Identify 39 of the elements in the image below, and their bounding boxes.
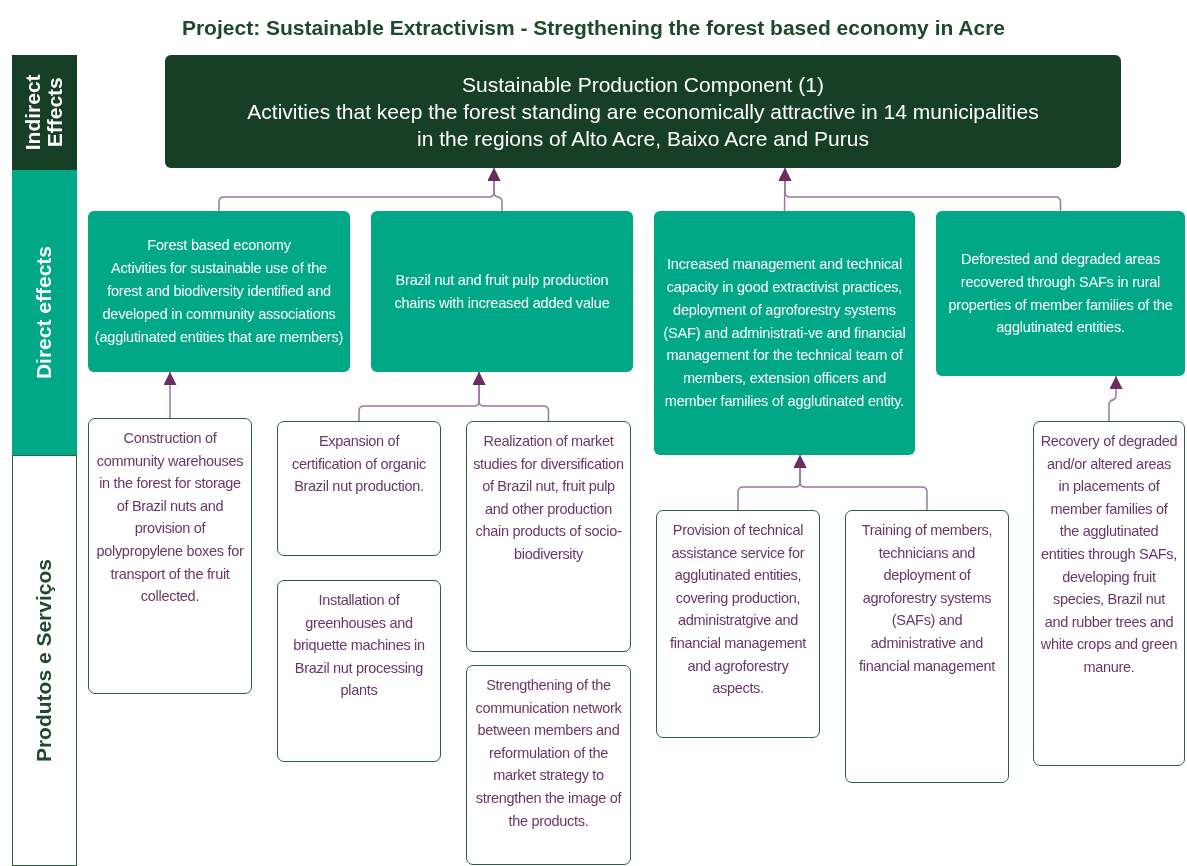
component-box	[165, 55, 1121, 168]
body-text: Realization of market studies for diversification of Brazil nut, fruit pulp and other production chain products of socio-biodiversity	[473, 432, 624, 565]
body-text: Recovery of degraded and/or altered areas in placements of member families of the agglutinated entities through SAFs, developing fruit species, Brazil nut and rubber trees and white crops and green manure.	[1040, 432, 1178, 678]
output-box	[1033, 421, 1185, 766]
output-box	[656, 510, 820, 738]
body-text: Provision of technical assistance service for agglutinated entities, covering production, administratgive and financial management and agroforestry aspects.	[669, 521, 807, 699]
output-box	[277, 580, 441, 762]
output-box	[466, 421, 631, 652]
effect-box	[88, 211, 350, 372]
body-text: Expansion of certification of organic Brazil nut production.	[291, 432, 427, 497]
body-text: Deforested and degraded areas recovered through SAFs in rural properties of member families of the agglutinated entities.	[947, 249, 1174, 338]
arrow	[487, 167, 503, 212]
effect-box	[371, 211, 633, 372]
body-text: Activities for sustainable use of the forest and biodiversity identified and developed in community associations (agglutinated entities that are members)	[94, 259, 344, 347]
output-box	[88, 418, 252, 694]
body-text: Strengthening of the communication network between members and reformulation of the market strategy to strengthen the image of the products.	[474, 676, 623, 831]
arrow	[1108, 375, 1123, 422]
band-label: Direct effects	[33, 245, 56, 380]
body-text: Installation of greenhouses and briquette machines in Brazil nut processing plants	[292, 591, 426, 701]
effect-box	[654, 211, 915, 455]
row-band	[12, 55, 77, 170]
arrow	[793, 454, 928, 511]
body-text: Activities that keep the forest standing are economically attractive in 14 municipalities in the regions of Alto Acre, Baixo Acre and Purus	[246, 98, 1040, 153]
output-box	[466, 665, 631, 865]
output-box	[845, 510, 1009, 783]
body-text: Training of members, technicians and deployment of agroforestry systems (SAFs) and administrative and financial management	[858, 521, 996, 676]
row-band	[12, 455, 77, 866]
band-label: Produtos e Serviços	[33, 558, 56, 763]
effect-box	[936, 211, 1185, 376]
arrow	[163, 371, 177, 419]
output-box	[277, 421, 441, 556]
body-text: Construction of community warehouses in the forest for storage of Brazil nuts and provision of polypropylene boxes for transport of the fruit collected.	[95, 429, 245, 607]
row-band	[12, 170, 77, 455]
body-text: Brazil nut and fruit pulp production chains with increased added value	[393, 270, 611, 313]
diagram-title: Project: Sustainable Extractivism - Stregthening the forest based economy in Acre	[180, 16, 1007, 40]
heading-text: Forest based economy	[147, 236, 291, 256]
body-text: Increased management and technical capacity in good extractivist practices, deployment of agroforestry systems (SAF) and administrati-ve and financial management for the technical team of members, extension officers and member families of agglutinated entity.	[662, 254, 907, 412]
heading-text: Sustainable Production Component (1)	[462, 71, 824, 98]
band-label: Indirect Effects	[22, 73, 67, 153]
